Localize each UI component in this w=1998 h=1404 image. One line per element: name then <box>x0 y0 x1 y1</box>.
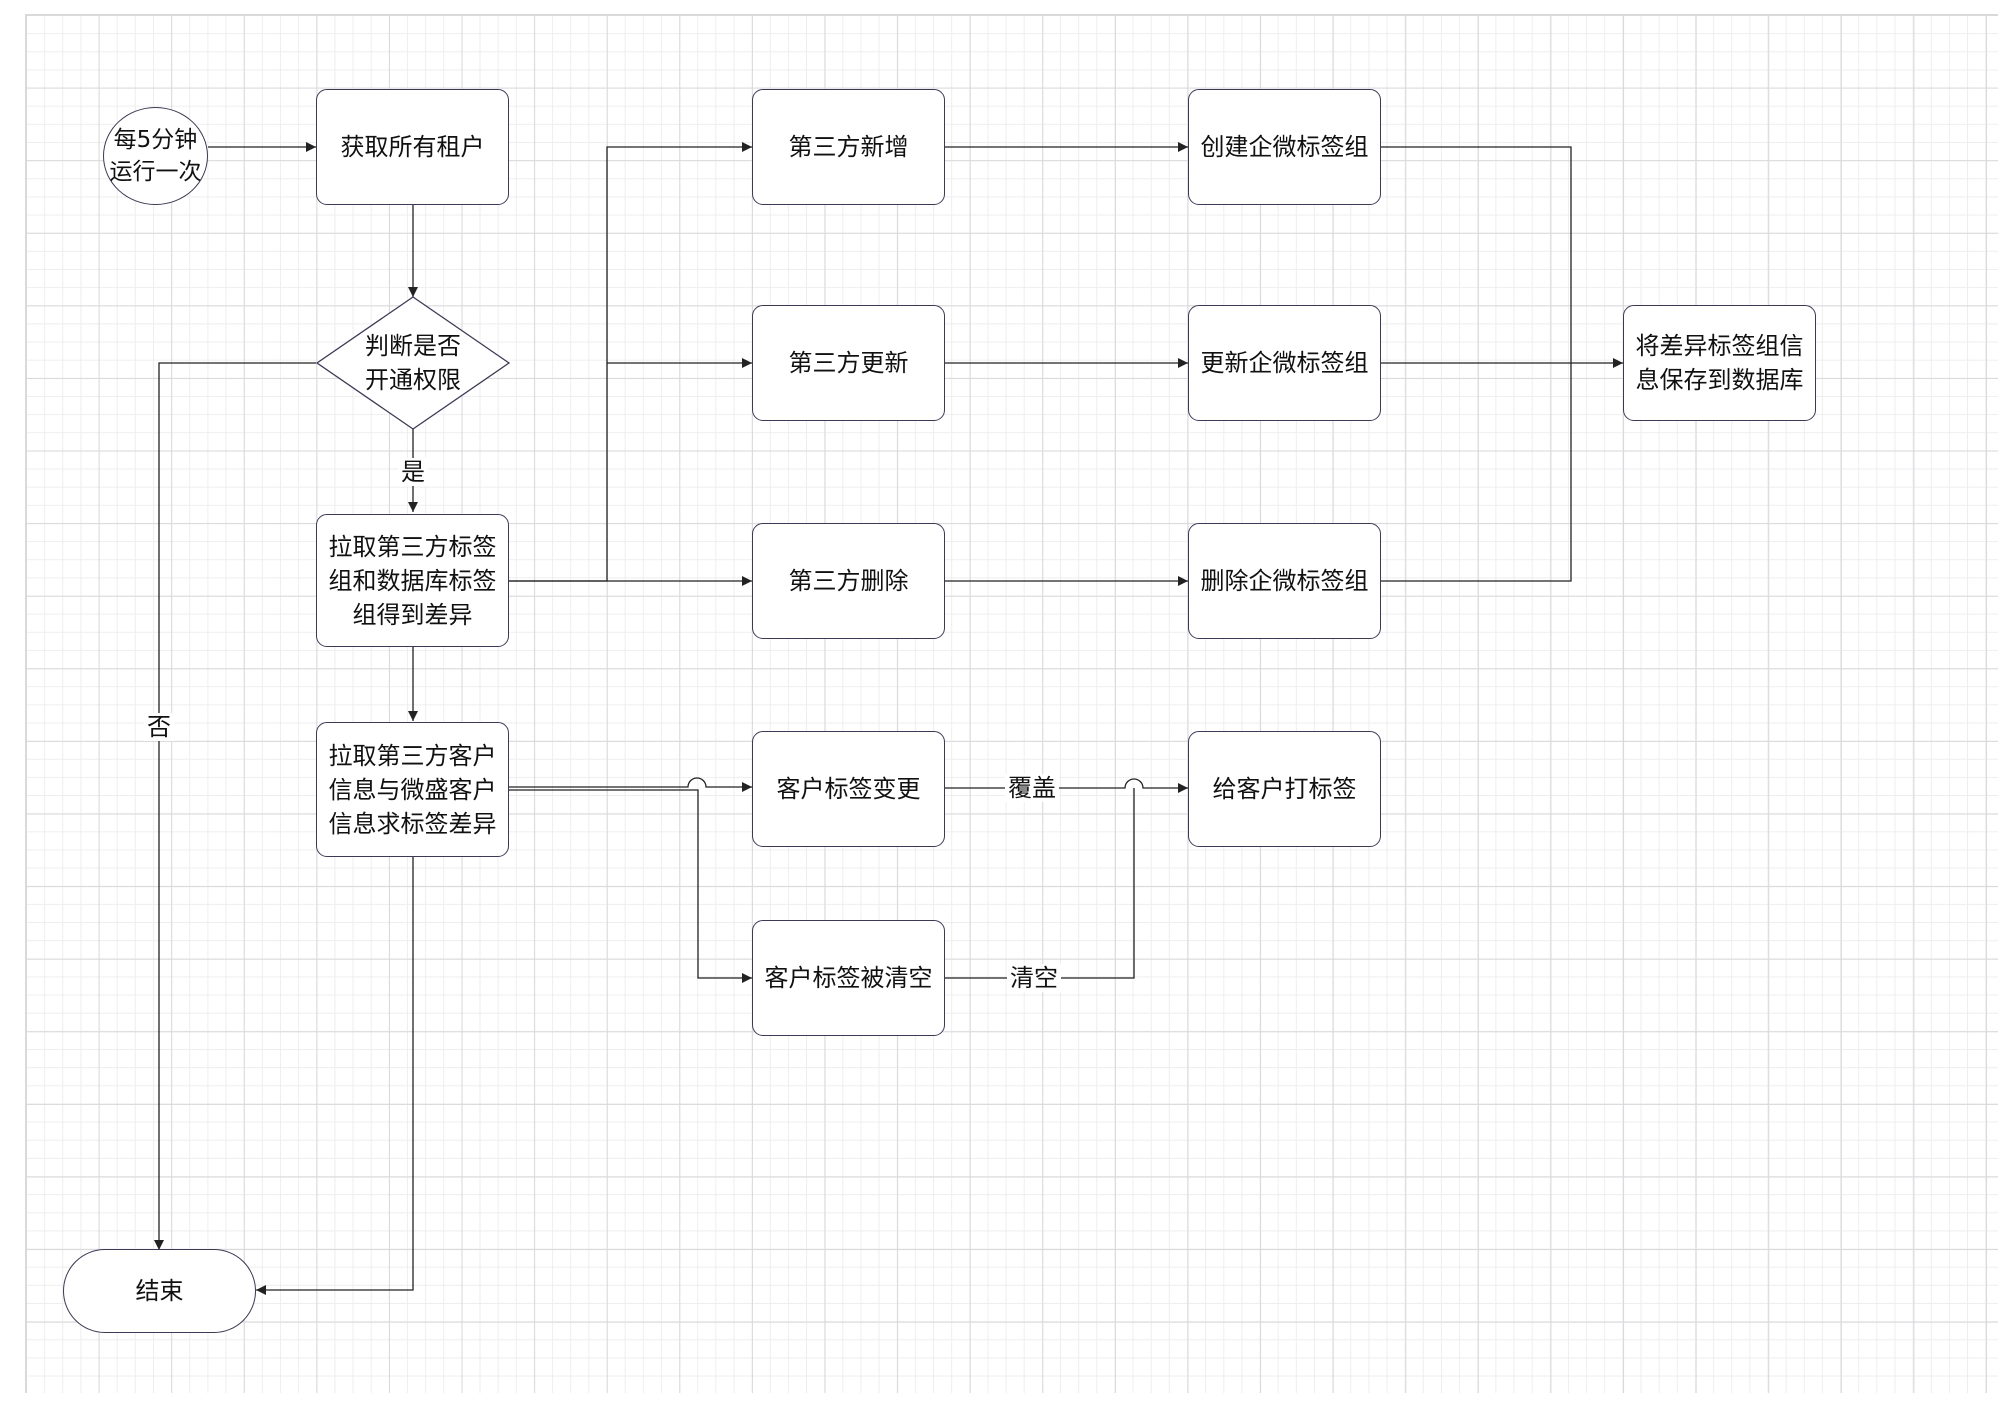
edge-customers-to-changed <box>509 777 752 792</box>
edge-diff-to-add <box>509 142 752 582</box>
save-db-node[interactable]: 将差异标签组信 息保存到数据库 <box>1623 305 1816 421</box>
end-node[interactable]: 结束 <box>63 1249 256 1333</box>
edge-label-overwrite: 覆盖 <box>1005 774 1059 802</box>
edge-cleared-to-tag <box>945 788 1135 979</box>
delete-group-node[interactable]: 删除企微标签组 <box>1188 523 1381 639</box>
update-group-node[interactable]: 更新企微标签组 <box>1188 305 1381 421</box>
edge-customers-to-end <box>256 857 414 1295</box>
create-group-node[interactable]: 创建企微标签组 <box>1188 89 1381 205</box>
edge-label-clear: 清空 <box>1007 964 1061 992</box>
third-update-node[interactable]: 第三方更新 <box>752 305 945 421</box>
edge-check-no <box>154 362 316 1250</box>
edge-label-no: 否 <box>144 713 174 741</box>
tag-cleared-node[interactable]: 客户标签被清空 <box>752 920 945 1036</box>
start-node[interactable]: 每5分钟 运行一次 <box>103 107 208 205</box>
tag-changed-node[interactable]: 客户标签变更 <box>752 731 945 847</box>
third-add-node[interactable]: 第三方新增 <box>752 89 945 205</box>
edge-customers-to-cleared <box>509 789 752 983</box>
grid-background <box>25 14 1998 1393</box>
tag-customer-node[interactable]: 给客户打标签 <box>1188 731 1381 847</box>
get-tenants-node[interactable]: 获取所有租户 <box>316 89 509 205</box>
pull-customers-node[interactable]: 拉取第三方客户 信息与微盛客户 信息求标签差异 <box>316 722 509 857</box>
pull-tag-groups-node[interactable]: 拉取第三方标签 组和数据库标签 组得到差异 <box>316 514 509 647</box>
edge-create-to-save <box>1381 146 1572 363</box>
edge-changed-to-tag <box>945 778 1188 793</box>
third-delete-node[interactable]: 第三方删除 <box>752 523 945 639</box>
check-permission-label: 判断是否 开通权限 <box>365 332 461 394</box>
edge-delete-to-save <box>1381 363 1572 582</box>
diamond-shape <box>315 296 511 430</box>
edge-label-yes: 是 <box>398 458 428 486</box>
check-permission-node[interactable]: 判断是否 开通权限 <box>317 297 509 429</box>
